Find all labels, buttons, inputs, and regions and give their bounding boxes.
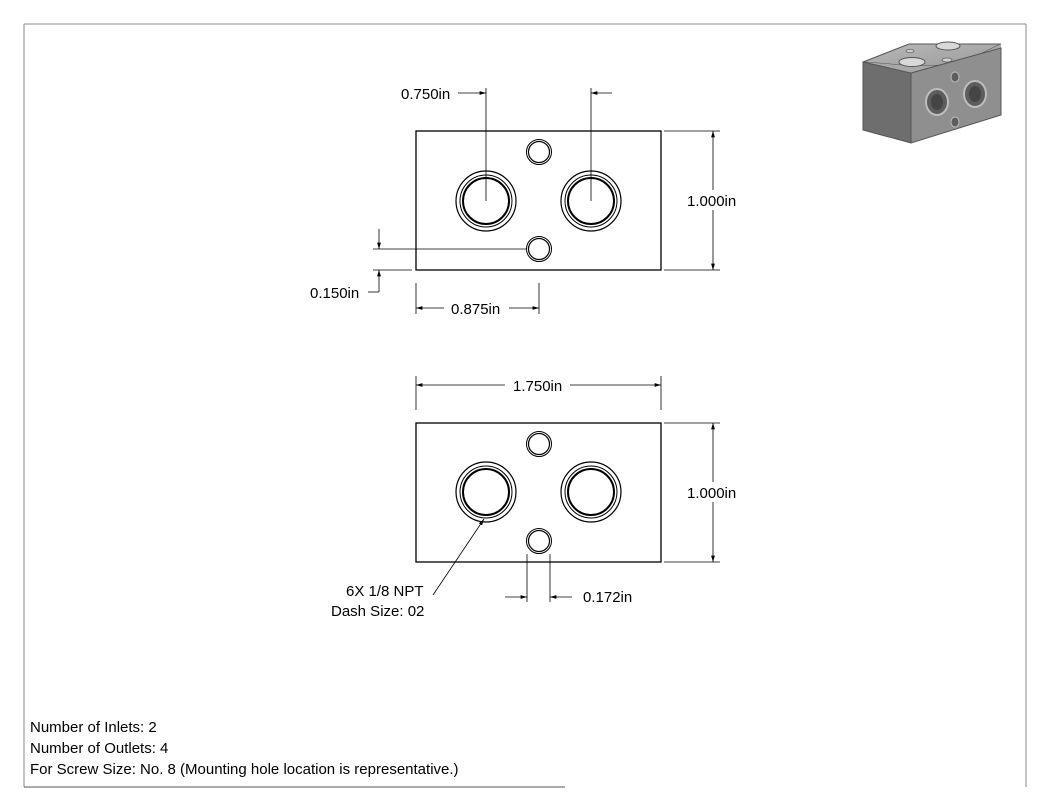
mount-hole-bottom-bottom-view <box>526 528 552 554</box>
dim-height-top-label: 1.000in <box>687 193 736 210</box>
dim-height-bottom-label: 1.000in <box>687 485 736 502</box>
dim-mount-offset-label: 0.150in <box>310 285 359 302</box>
mount-hole-bottom <box>526 236 552 262</box>
dim-width-label: 1.750in <box>513 378 562 395</box>
dim-mount-offset: 0.150in <box>310 229 527 302</box>
dim-hole-spacing: 0.750in <box>401 86 612 201</box>
mount-hole-top-bottom-view <box>526 431 552 457</box>
dim-mount-x: 0.875in <box>415 283 540 318</box>
port-right-bottom <box>560 461 622 523</box>
dim-mount-hole-label: 0.172in <box>583 589 632 606</box>
note-outlets: Number of Outlets: 4 <box>30 740 169 757</box>
dim-height-top: 1.000in <box>664 130 736 271</box>
dim-mount-hole: 0.172in <box>505 554 632 606</box>
mount-hole-top <box>526 139 552 165</box>
dim-hole-spacing-label: 0.750in <box>401 86 450 103</box>
note-screw-size: For Screw Size: No. 8 (Mounting hole loc… <box>30 761 459 778</box>
isometric-block-image <box>862 41 1002 144</box>
bottom-view-outline <box>415 422 662 563</box>
dim-width: 1.750in <box>415 376 662 410</box>
bottom-view: 1.750in 1.000in 6X 1/8 NPT Dash Size: 02… <box>331 376 736 620</box>
dim-height-bottom: 1.000in <box>664 422 736 563</box>
npt-callout-line2: Dash Size: 02 <box>331 603 424 620</box>
top-view: 0.750in 1.000in 0.150in 0.875in <box>310 86 736 318</box>
sheet-border <box>23 23 1027 788</box>
port-left-bottom <box>455 461 517 523</box>
npt-callout-line1: 6X 1/8 NPT <box>346 583 424 600</box>
note-inlets: Number of Inlets: 2 <box>30 719 157 736</box>
npt-callout: 6X 1/8 NPT Dash Size: 02 <box>331 518 485 620</box>
top-view-outline <box>415 130 662 271</box>
dim-mount-x-label: 0.875in <box>451 301 500 318</box>
